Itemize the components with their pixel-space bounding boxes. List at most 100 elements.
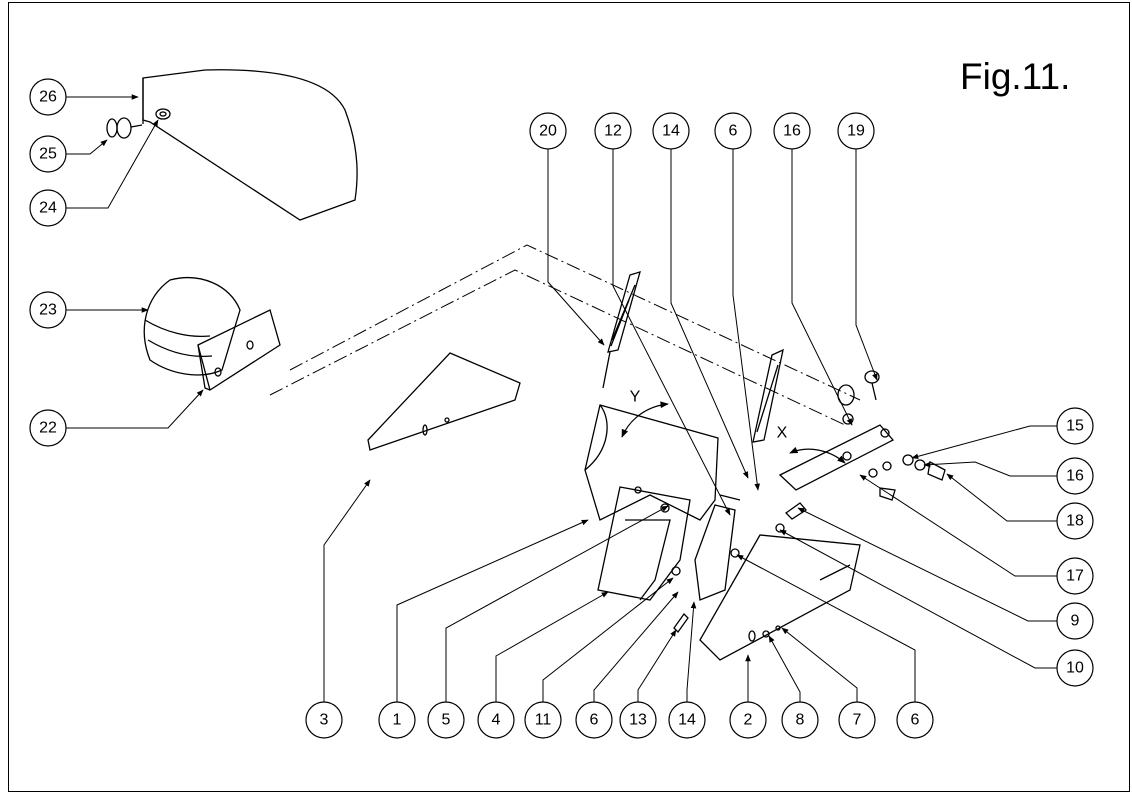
callout-balloon-13: 13 bbox=[619, 701, 657, 739]
chute-part bbox=[597, 486, 691, 601]
callout-number: 2 bbox=[744, 712, 753, 729]
leader-line-6 bbox=[736, 554, 916, 702]
leader-line-4 bbox=[495, 591, 609, 702]
callout-number: 14 bbox=[662, 123, 680, 140]
callout-balloon-18: 18 bbox=[1056, 502, 1094, 540]
callout-circle bbox=[29, 135, 67, 173]
callout-balloon-1: 1 bbox=[378, 701, 416, 739]
leader-line-22 bbox=[66, 389, 204, 429]
bracket-part bbox=[778, 424, 895, 491]
leader-line-11 bbox=[542, 577, 674, 702]
callout-circle bbox=[668, 701, 706, 739]
callout-number: 1 bbox=[393, 712, 402, 729]
callout-circle bbox=[29, 291, 67, 329]
callout-circle bbox=[29, 189, 67, 227]
rotation-y-arrow bbox=[621, 401, 669, 438]
callout-circle bbox=[781, 701, 819, 739]
rotation-x-arrow bbox=[789, 446, 846, 464]
leader-line-14 bbox=[670, 149, 749, 479]
callout-balloon-7: 7 bbox=[838, 701, 876, 739]
leader-line-13 bbox=[637, 629, 677, 702]
callout-balloon-14: 14 bbox=[652, 112, 690, 150]
leader-line-17 bbox=[859, 474, 1057, 577]
callout-number: 22 bbox=[39, 420, 57, 437]
leader-line-25 bbox=[66, 139, 108, 155]
callout-circle bbox=[619, 701, 657, 739]
callout-balloon-16: 16 bbox=[1056, 457, 1094, 495]
callout-number: 14 bbox=[678, 712, 696, 729]
leader-line-7 bbox=[781, 627, 858, 702]
callout-circle bbox=[524, 701, 562, 739]
callout-balloon-15: 15 bbox=[1056, 407, 1094, 445]
chain-part-right bbox=[752, 348, 784, 443]
axis-label-y: Y bbox=[630, 389, 641, 406]
leader-line-12 bbox=[612, 149, 731, 516]
callout-circle bbox=[1056, 557, 1094, 595]
motor-body-part bbox=[143, 276, 241, 376]
callout-circle bbox=[1056, 502, 1094, 540]
knob-part bbox=[106, 117, 143, 139]
callout-circle bbox=[1056, 649, 1094, 687]
callout-number: 8 bbox=[796, 712, 805, 729]
leader-line-16 bbox=[923, 461, 1057, 477]
callout-number: 10 bbox=[1066, 660, 1084, 677]
leader-line-24 bbox=[66, 119, 159, 209]
callout-circle bbox=[838, 701, 876, 739]
chain-part-left bbox=[607, 271, 641, 353]
panel-outline-part bbox=[142, 69, 358, 221]
callout-balloon-5: 5 bbox=[427, 701, 465, 739]
callout-circle bbox=[837, 112, 875, 150]
callout-number: 6 bbox=[590, 712, 599, 729]
callout-balloon-16: 16 bbox=[773, 112, 811, 150]
callout-number: 7 bbox=[853, 712, 862, 729]
leader-line-6 bbox=[593, 591, 679, 702]
callout-number: 23 bbox=[39, 302, 57, 319]
callout-balloon-26: 26 bbox=[29, 78, 67, 116]
callout-circle bbox=[305, 701, 343, 739]
callout-number: 6 bbox=[911, 712, 920, 729]
callout-number: 15 bbox=[1066, 418, 1084, 435]
callout-number: 4 bbox=[492, 712, 501, 729]
callout-balloon-23: 23 bbox=[29, 291, 67, 329]
leader-line-14 bbox=[686, 601, 697, 702]
callout-circle bbox=[896, 701, 934, 739]
callout-number: 9 bbox=[1071, 613, 1080, 630]
callout-circle bbox=[29, 409, 67, 447]
callout-balloon-20: 20 bbox=[529, 112, 567, 150]
callout-number: 16 bbox=[1066, 468, 1084, 485]
callout-balloon-25: 25 bbox=[29, 135, 67, 173]
hitch-pin-part bbox=[864, 370, 880, 384]
callout-number: 20 bbox=[539, 123, 557, 140]
callout-circle bbox=[1056, 602, 1094, 640]
callout-number: 17 bbox=[1066, 568, 1084, 585]
callout-balloon-6: 6 bbox=[714, 112, 752, 150]
leader-line-6 bbox=[732, 149, 760, 491]
callout-number: 6 bbox=[729, 123, 738, 140]
assembly-line-lower bbox=[269, 269, 846, 426]
callout-circle bbox=[714, 112, 752, 150]
callout-balloon-22: 22 bbox=[29, 409, 67, 447]
callout-number: 25 bbox=[39, 146, 57, 163]
deflector-part bbox=[694, 504, 736, 601]
callout-balloon-17: 17 bbox=[1056, 557, 1094, 595]
assembly-line-upper bbox=[289, 244, 861, 401]
callout-balloon-10: 10 bbox=[1056, 649, 1094, 687]
callout-circle bbox=[378, 701, 416, 739]
leader-line-20 bbox=[547, 149, 605, 346]
leader-line-9 bbox=[797, 507, 1057, 622]
callout-balloon-19: 19 bbox=[837, 112, 875, 150]
leader-line-16 bbox=[791, 149, 853, 426]
callout-number: 26 bbox=[39, 89, 57, 106]
callout-circle bbox=[1056, 457, 1094, 495]
callout-balloon-8: 8 bbox=[781, 701, 819, 739]
leader-line-19 bbox=[855, 149, 878, 381]
callout-balloon-2: 2 bbox=[729, 701, 767, 739]
callout-balloon-24: 24 bbox=[29, 189, 67, 227]
leader-line-5 bbox=[445, 505, 669, 702]
callout-circle bbox=[594, 112, 632, 150]
callout-balloon-14: 14 bbox=[668, 701, 706, 739]
callout-circle bbox=[773, 112, 811, 150]
callout-circle bbox=[427, 701, 465, 739]
figure-title: Fig.11. bbox=[960, 56, 1071, 97]
